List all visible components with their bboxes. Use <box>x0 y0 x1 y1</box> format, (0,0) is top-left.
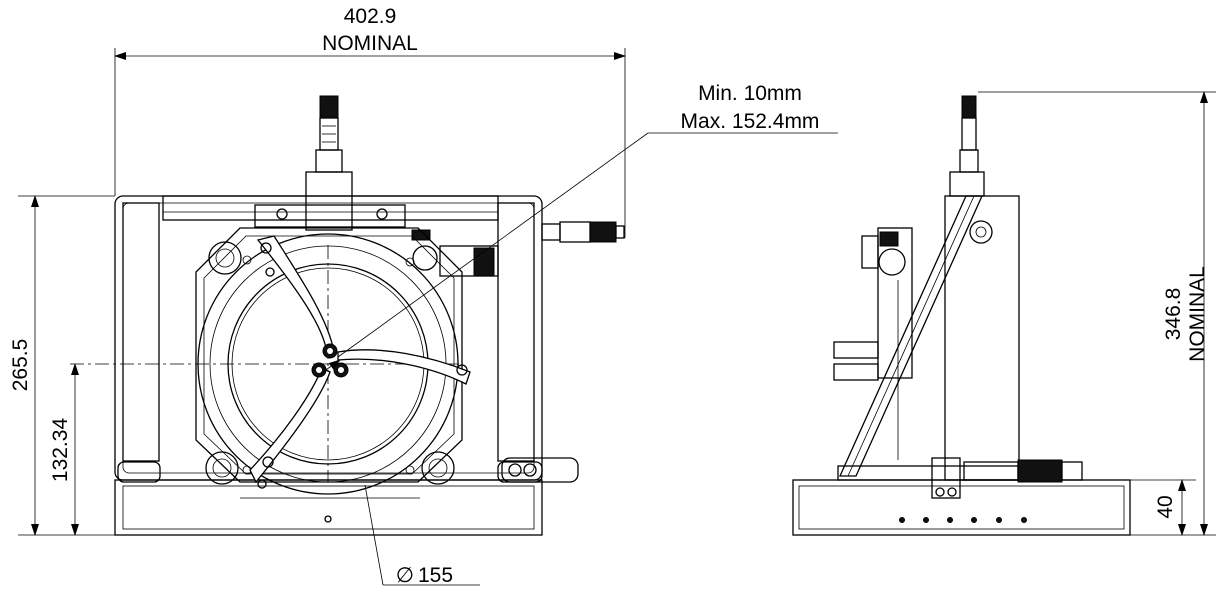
side-view <box>792 95 1131 536</box>
overall-width-note: NOMINAL <box>322 32 418 55</box>
overall-height-side-value: 346.8 <box>1162 288 1185 341</box>
clamp-range-min: Min. 10mm <box>698 82 802 105</box>
aperture-diameter-value: 155 <box>418 564 453 587</box>
front-dimensions <box>18 48 838 586</box>
center-height-value: 132.34 <box>49 418 72 483</box>
diameter-symbol: ∅ <box>396 564 414 587</box>
base-height-value: 40 <box>1154 495 1177 518</box>
overall-height-front-value: 265.5 <box>9 339 32 392</box>
front-view <box>70 95 625 536</box>
overall-width-value: 402.9 <box>344 5 397 28</box>
side-dimensions <box>978 91 1216 536</box>
clamp-range-max: Max. 152.4mm <box>681 110 820 133</box>
overall-height-side-note: NOMINAL <box>1186 266 1209 362</box>
